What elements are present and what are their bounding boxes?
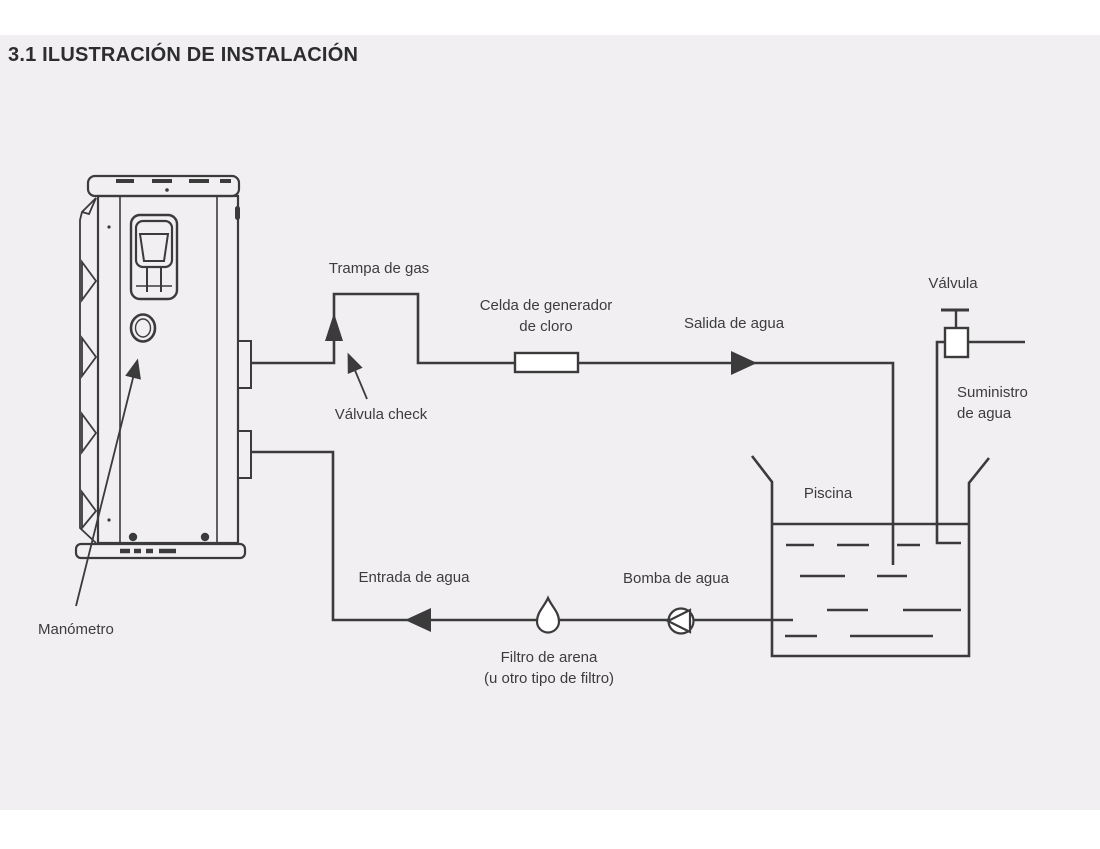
label-water-outlet: Salida de agua (683, 315, 785, 332)
side-grille (79, 197, 98, 544)
pressure-gauge-leader (75, 358, 141, 607)
label-water-pump: Bomba de agua (623, 570, 729, 587)
inlet-stub (237, 430, 252, 479)
label-water-inlet: Entrada de agua (358, 569, 470, 586)
water-ripples (785, 543, 961, 638)
control-display (129, 213, 179, 301)
label-sand-filter: Filtro de arena (u otro tipo de filtro) (483, 649, 615, 687)
flow-left-icon (405, 608, 431, 632)
label-gas-trap: Trampa de gas (328, 260, 430, 277)
flow-right-icon (731, 351, 757, 375)
check-valve-leader (347, 352, 368, 400)
pool (750, 455, 991, 658)
label-chlorine-cell: Celda de generador de cloro (479, 297, 613, 335)
valve-icon (941, 308, 970, 359)
outlet-stub (237, 340, 252, 389)
label-check-valve: Válvula check (334, 406, 428, 423)
chlorinator-cell (513, 351, 580, 374)
pressure-gauge-icon (129, 313, 157, 343)
supply-pipe (935, 340, 1025, 545)
label-pressure-gauge: Manómetro (38, 621, 114, 638)
label-water-supply: Suministro de agua (957, 384, 1028, 422)
label-pool: Piscina (803, 485, 853, 502)
label-valve: Válvula (928, 275, 978, 292)
heat-pump-unit (74, 174, 252, 560)
inlet-pipe (252, 450, 793, 622)
check-valve-icon (325, 313, 343, 341)
outlet-pipe (252, 292, 895, 565)
sand-filter-icon (535, 595, 561, 634)
unit-base (74, 532, 247, 560)
water-pump-icon (665, 607, 695, 635)
section-title: 3.1 ILUSTRACIÓN DE INSTALACIÓN (8, 44, 359, 66)
diagram-panel (0, 35, 1100, 810)
